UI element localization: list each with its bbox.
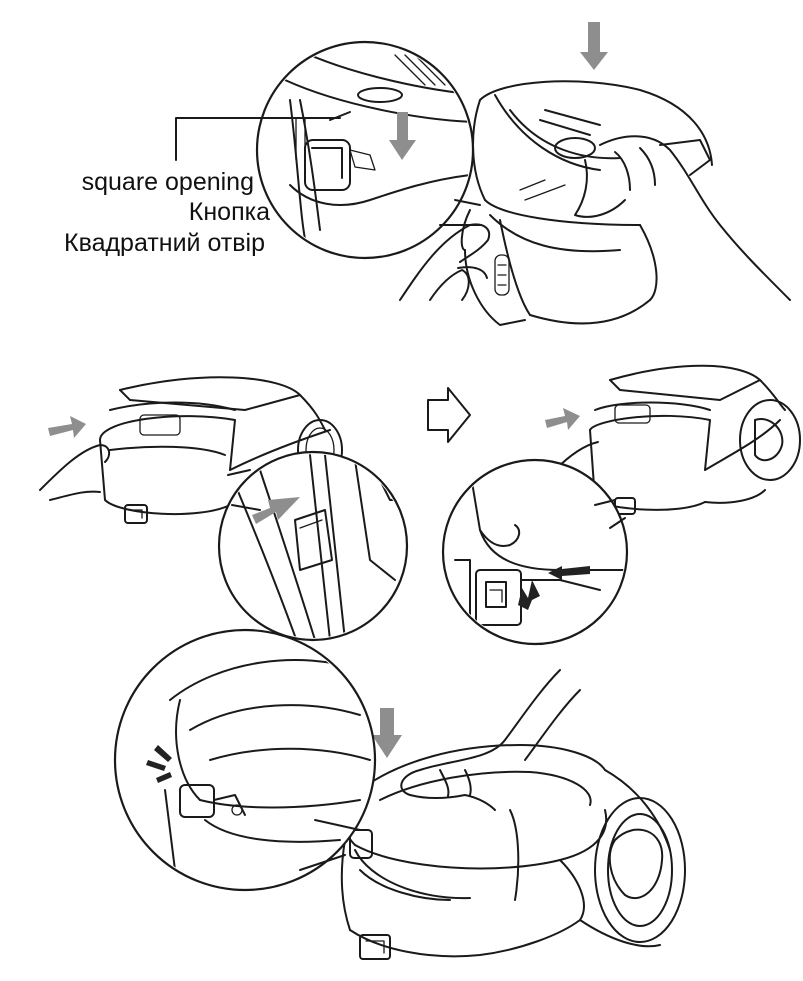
label-square-opening-ua: Квадратний отвір: [64, 229, 265, 257]
panel-1-remove-container: [175, 22, 791, 326]
right-arrow-icon: [48, 416, 86, 438]
panel-3-lock-container: [441, 364, 801, 646]
click-sound-marks-icon: [146, 745, 172, 783]
label-square-opening: square opening: [81, 168, 254, 196]
down-arrow-icon: [389, 112, 416, 160]
down-arrow-icon: [372, 708, 402, 758]
lock-arrow-icon: [518, 580, 540, 610]
outline-step-arrow-icon: [427, 387, 471, 443]
right-arrow-icon: [252, 497, 300, 524]
right-arrow-icon: [545, 408, 580, 430]
down-arrow-icon: [580, 22, 608, 70]
panel-4-close-lid: [113, 628, 686, 960]
label-button-ua: Кнопка: [188, 198, 270, 226]
panel-2-slide-container: [39, 376, 409, 642]
